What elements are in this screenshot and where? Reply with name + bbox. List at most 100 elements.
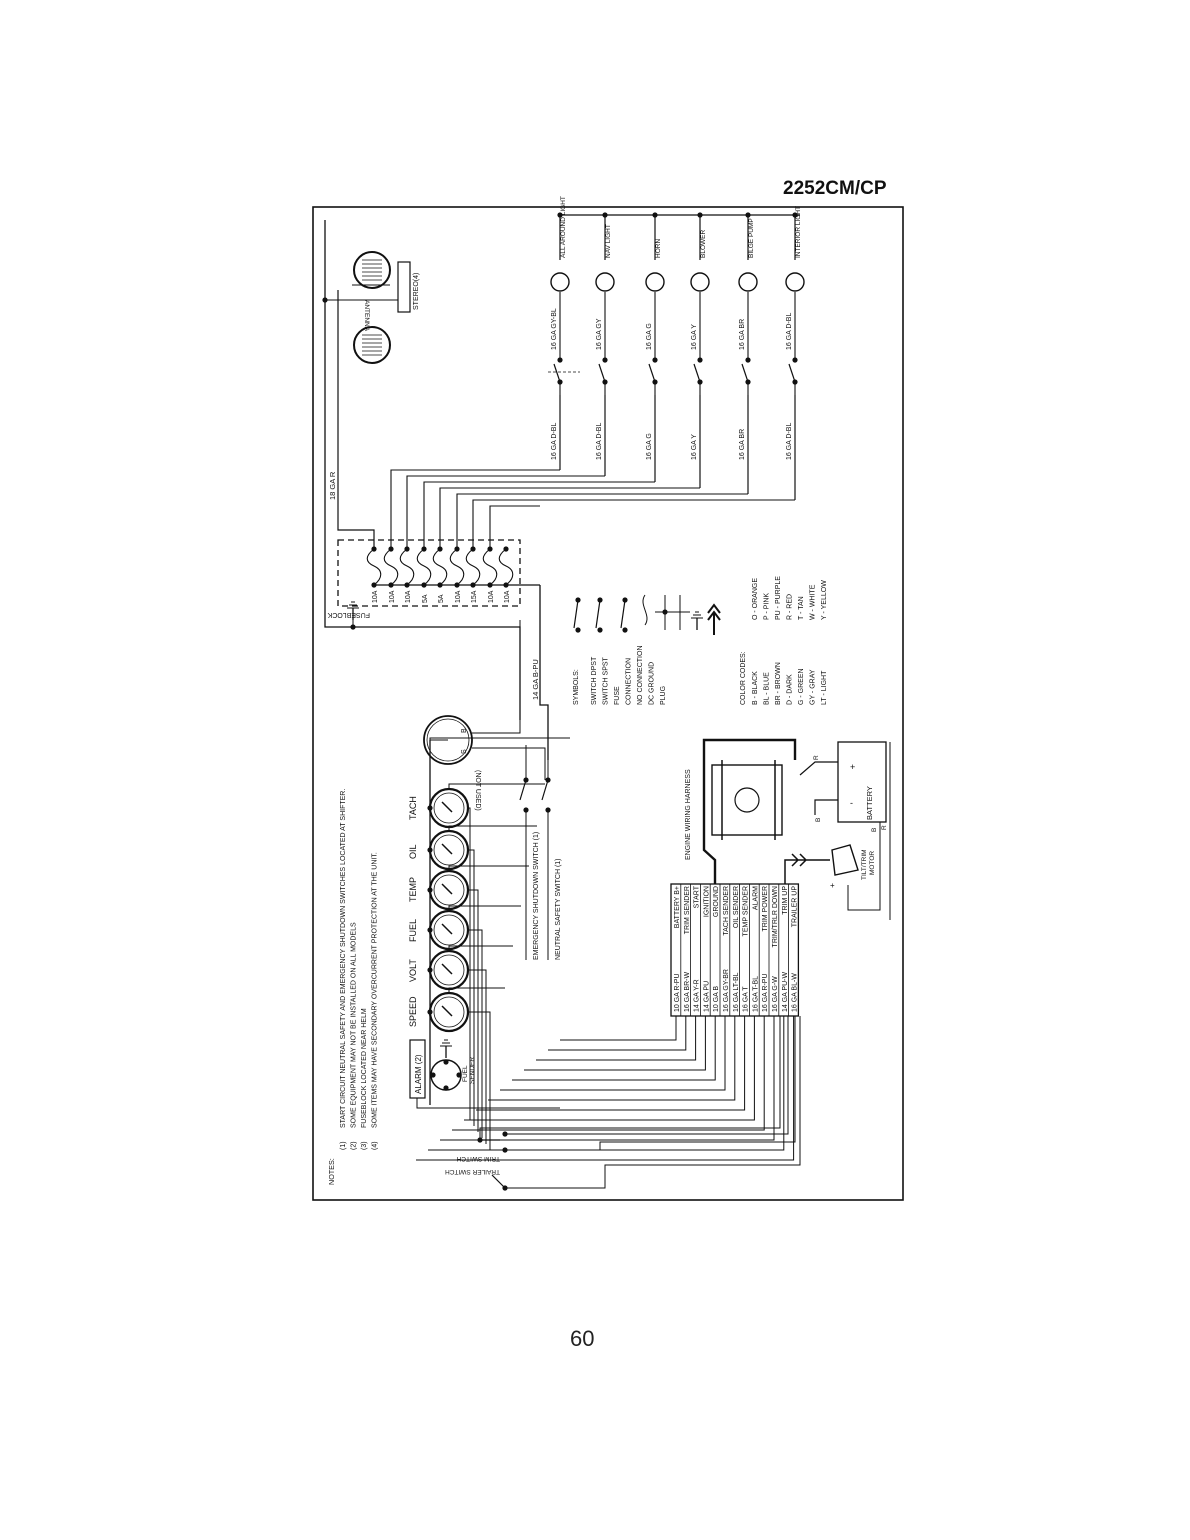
- harness-wire: [464, 1016, 755, 1121]
- harness-function-label: OIL SENDER: [733, 886, 740, 928]
- gauge-needle: [441, 1005, 453, 1017]
- harness-wire: [548, 1016, 687, 1051]
- switch-blade: [519, 779, 527, 801]
- fuse-rating: 10A: [389, 590, 396, 603]
- wire-label: 16 GA GY-BL: [551, 308, 558, 350]
- tilt-trim-motor-icon: [831, 844, 859, 876]
- gauge-needle: [441, 923, 453, 935]
- load-bilge-pump-icon: [738, 272, 758, 292]
- color-code: PU - PURPLE: [775, 576, 782, 620]
- wire-label: 16 GA G: [646, 323, 653, 350]
- harness-wire-label: 16 GA GY-BR: [723, 969, 730, 1012]
- load-blower-icon: [690, 272, 710, 292]
- color-code: D - DARK: [787, 674, 794, 705]
- key-terminal-b: B: [461, 728, 468, 733]
- harness-function-label: BATTERY B+: [674, 886, 681, 928]
- trailer-switch-blade: [491, 1174, 506, 1189]
- connection-dot: [697, 357, 703, 363]
- color-code: BL - BLUE: [764, 672, 771, 705]
- harness-wire: [512, 1016, 716, 1081]
- gauge-label: FUEL: [408, 919, 418, 942]
- load-label: BLOWER: [700, 230, 707, 258]
- diagram-title: 2252CM/CP: [783, 178, 887, 199]
- symbol-label: CONNECTION: [626, 658, 633, 705]
- fuse-load-wire: [439, 487, 700, 549]
- gauge-wire: [448, 987, 505, 993]
- harness-function-label: IGNITION: [703, 886, 710, 917]
- note-number: (2): [351, 1141, 358, 1150]
- plug-icon: [784, 853, 830, 884]
- gauge-needle: [441, 843, 453, 855]
- fuse-load-wire: [472, 499, 795, 549]
- gauge-face: [433, 792, 465, 824]
- trailer-wire: [505, 1016, 801, 1189]
- main-feed-wire: [539, 585, 549, 760]
- harness-wire-label: 14 GA Y-R: [694, 979, 701, 1012]
- gauge-label: VOLT: [408, 959, 418, 982]
- connection-dot: [622, 627, 628, 633]
- harness-function-label: TACH SENDER: [723, 886, 730, 936]
- note-number: (3): [361, 1141, 368, 1150]
- connection-dot: [597, 627, 603, 633]
- gauge-face: [433, 954, 465, 986]
- harness-wire-label: 16 GA BL-W: [792, 973, 799, 1012]
- harness-wire: [476, 1016, 746, 1111]
- fuse-rating: 10A: [405, 590, 412, 603]
- wire-label: 16 GA Y: [691, 324, 698, 350]
- load-all-around-light-icon: [550, 272, 570, 292]
- harness-function-label: TRIM UP: [782, 886, 789, 915]
- load-nav-light-icon: [595, 272, 615, 292]
- note-number: (1): [340, 1141, 347, 1150]
- connection-dot: [652, 357, 658, 363]
- fuse-icon: [383, 548, 399, 586]
- fuse-load-wire: [406, 475, 605, 549]
- fuse-load-wire: [423, 481, 655, 549]
- note-text: SOME ITEMS MAY HAVE SECONDARY OVERCURREN…: [372, 852, 379, 1128]
- connection-dot: [322, 297, 328, 303]
- symbol-label: SWITCH DPST: [591, 656, 598, 705]
- trim-switch-label: TRIM SWITCH: [456, 1155, 500, 1162]
- engine-wiring-harness-label: ENGINE WIRING HARNESS: [685, 769, 692, 860]
- wire-label: 16 GA D-BL: [786, 313, 793, 350]
- tilt-motor-label: MOTOR: [869, 851, 876, 875]
- alarm-wire: [416, 1098, 560, 1109]
- load-label: INTERIOR LIGHT: [795, 206, 802, 258]
- engine-icon: [711, 764, 783, 836]
- main-feed-wire-label: 14 GA B-PU: [531, 659, 540, 700]
- color-code: G - GREEN: [798, 668, 805, 705]
- engine-flywheel: [734, 787, 760, 813]
- color-code: T - TAN: [798, 596, 805, 620]
- battery-negative-cable: [814, 799, 838, 815]
- fuse-icon: [482, 548, 498, 586]
- fuse-icon: [416, 548, 432, 586]
- note-text: FUSEBLOCK LOCATED NEAR HELM: [361, 1008, 368, 1128]
- ignition-key-switch-icon: [423, 715, 473, 765]
- color-code: GY - GRAY: [810, 669, 817, 705]
- key-wire: [429, 737, 570, 740]
- cable-b-label: B: [815, 818, 822, 822]
- fuse-rating: 5A: [422, 594, 429, 603]
- ignition-key-switch-ring: [426, 718, 470, 762]
- note-number: (4): [372, 1141, 379, 1150]
- wire-label: 16 GA D-BL: [551, 423, 558, 460]
- fuse-rating: 10A: [455, 590, 462, 603]
- gauge-face: [433, 996, 465, 1028]
- tilt-motor-label: TILT/TRIM: [861, 849, 868, 880]
- harness-wire: [524, 1016, 706, 1071]
- stereo-unit: [397, 261, 411, 313]
- trim-wire: [505, 1016, 789, 1135]
- connection-dot: [792, 357, 798, 363]
- harness-wire-label: 16 GA T: [743, 986, 750, 1012]
- gauge-face: [433, 874, 465, 906]
- color-code: Y - YELLOW: [821, 580, 828, 620]
- gauge-label: OIL: [408, 844, 418, 859]
- fuel-sender-label: FUEL: [462, 1065, 469, 1082]
- neutral-safety-switch-label: NEUTRAL SAFETY SWITCH (1): [555, 858, 562, 960]
- key-terminal-s: S: [461, 749, 468, 754]
- load-horn-icon: [645, 272, 665, 292]
- connection-dot: [430, 1072, 436, 1078]
- gauge-needle: [441, 883, 453, 895]
- fuse-icon: [465, 548, 481, 586]
- wire-label: 16 GA D-BL: [786, 423, 793, 460]
